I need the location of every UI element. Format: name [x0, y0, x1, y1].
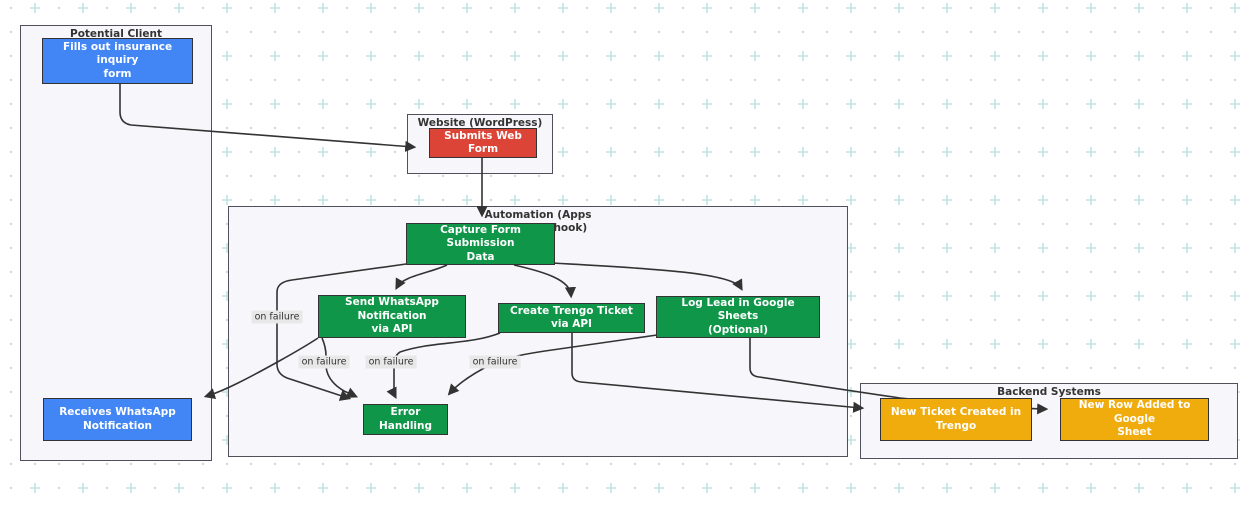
node-submits-web-form: Submits Web Form [429, 128, 537, 158]
edge-label-capture-on-failure: on failure [251, 310, 303, 324]
edge-capture-data-to-send-whatsapp [395, 264, 448, 290]
node-capture-form-data: Capture Form Submission Data [406, 223, 555, 265]
edge-label-whatsapp-on-failure: on failure [298, 355, 350, 369]
subgraph-potential-client: Potential Client [20, 25, 212, 461]
node-label: Error Handling [378, 406, 433, 432]
edge-send-whatsapp-to-receives-whatsapp [203, 337, 319, 400]
node-label: Fills out insurance inquiry form [62, 40, 173, 80]
node-label: Capture Form Submission Data [440, 223, 521, 263]
node-fills-insurance-form: Fills out insurance inquiry form [42, 38, 193, 84]
edge-capture-data-to-error-handling [276, 263, 407, 401]
subgraph-title-potential-client: Potential Client [69, 28, 163, 40]
node-create-trengo-ticket: Create Trengo Ticket via API [498, 303, 645, 333]
edge-capture-data-to-log-lead [550, 262, 743, 291]
edge-capture-data-to-create-ticket [513, 264, 577, 299]
node-label: New Ticket Created in Trengo [890, 406, 1022, 432]
node-new-row-google-sheet: New Row Added to Google Sheet [1060, 398, 1209, 441]
node-label: Log Lead in Google Sheets (Optional) [681, 296, 795, 336]
edge-fills-form-to-submits-form [119, 84, 417, 152]
edge-create-ticket-to-new-ticket [571, 333, 865, 413]
node-label: Submits Web Form [444, 129, 522, 156]
node-label: Create Trengo Ticket via API [510, 304, 633, 331]
node-log-lead-google-sheets: Log Lead in Google Sheets (Optional) [656, 296, 820, 338]
subgraph-title-website: Website (WordPress) [417, 117, 543, 129]
subgraph-title-backend-systems: Backend Systems [997, 386, 1101, 398]
node-label: New Row Added to Google Sheet [1078, 399, 1191, 439]
node-error-handling: Error Handling [363, 404, 448, 435]
edge-label-loglead-on-failure: on failure [469, 355, 521, 369]
node-label: Receives WhatsApp Notification [59, 406, 176, 432]
node-send-whatsapp-notification: Send WhatsApp Notification via API [318, 295, 466, 338]
node-new-ticket-trengo: New Ticket Created in Trengo [880, 398, 1032, 441]
node-receives-whatsapp-notification: Receives WhatsApp Notification [43, 398, 192, 441]
edge-label-trengo-on-failure: on failure [365, 355, 417, 369]
node-label: Send WhatsApp Notification via API [345, 296, 439, 336]
